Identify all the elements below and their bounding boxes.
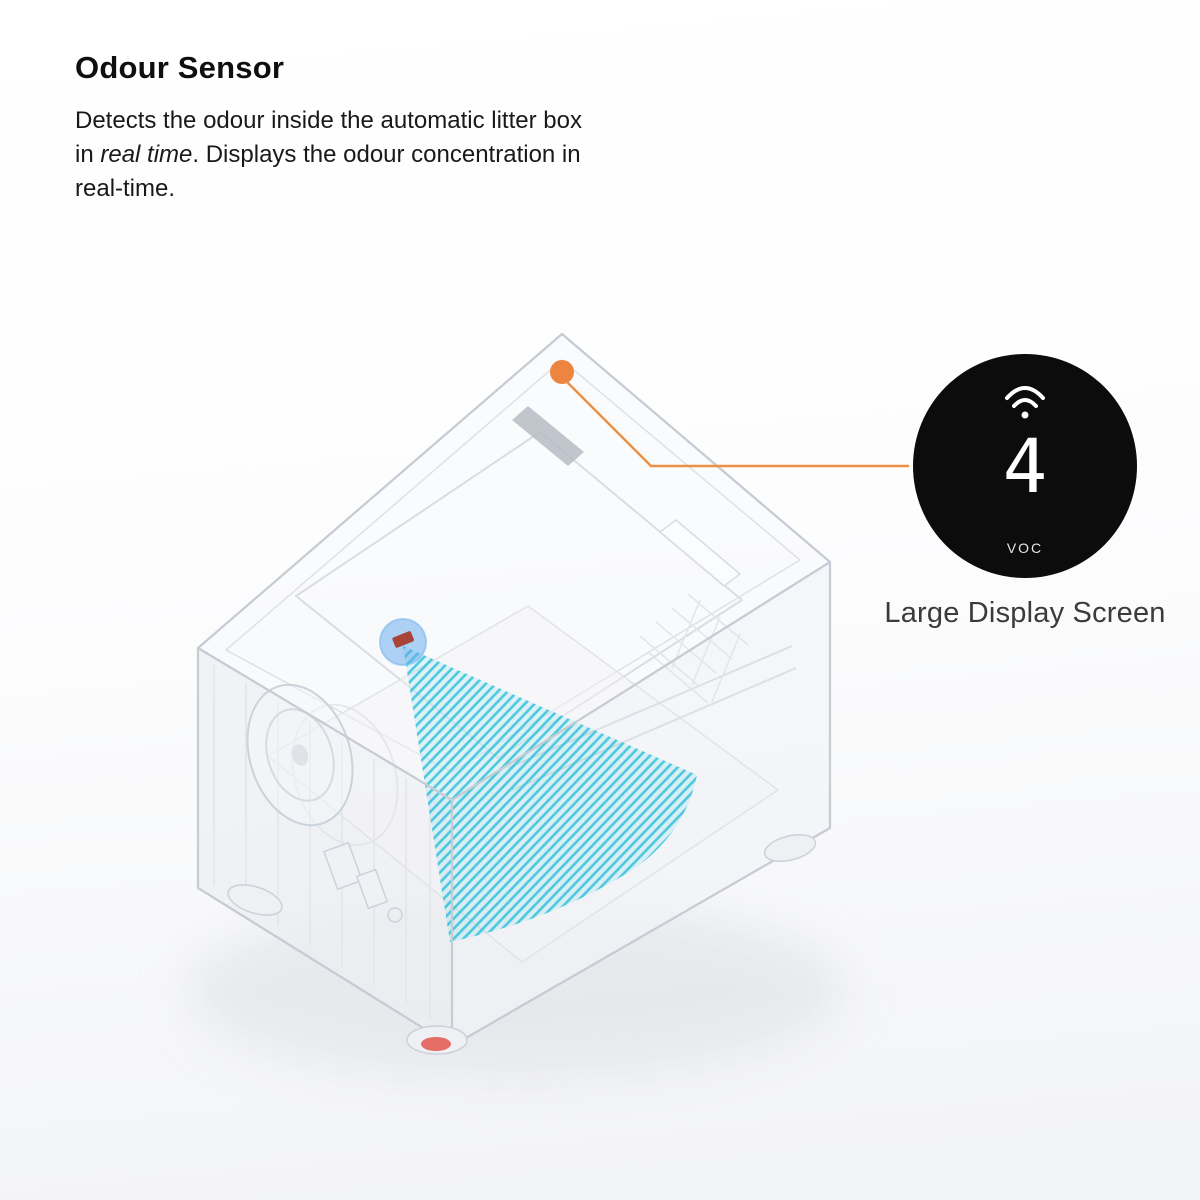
wifi-icon <box>1005 386 1045 419</box>
internal-gear-drum <box>246 683 399 847</box>
litter-box-illustration <box>196 332 832 1055</box>
display-screen: 4 VOC <box>913 354 1137 578</box>
display-unit: VOC <box>1007 540 1043 556</box>
odour-sensor-marker-dot <box>550 360 574 384</box>
feature-description: Detects the odour inside the automatic l… <box>75 104 590 206</box>
internal-mechanism <box>322 841 403 923</box>
device-feet <box>227 834 817 1055</box>
display-screen-circle <box>913 354 1137 578</box>
odour-beam <box>403 646 697 942</box>
display-value: 4 <box>1003 424 1048 510</box>
callout-line <box>565 380 909 468</box>
description-italic-text: real time <box>100 141 193 168</box>
odour-sensor <box>379 618 427 666</box>
vent-panel <box>512 406 584 466</box>
top-handle-slot <box>658 519 742 587</box>
display-caption: Large Display Screen <box>884 597 1166 629</box>
callout <box>550 360 909 468</box>
description-text-1: Detects the odour inside the automatic l… <box>75 107 582 168</box>
red-foot-accent <box>421 1037 451 1051</box>
page-title: Odour Sensor <box>75 50 285 85</box>
description-text-2: . Displays the odour concentration in re… <box>75 141 581 202</box>
